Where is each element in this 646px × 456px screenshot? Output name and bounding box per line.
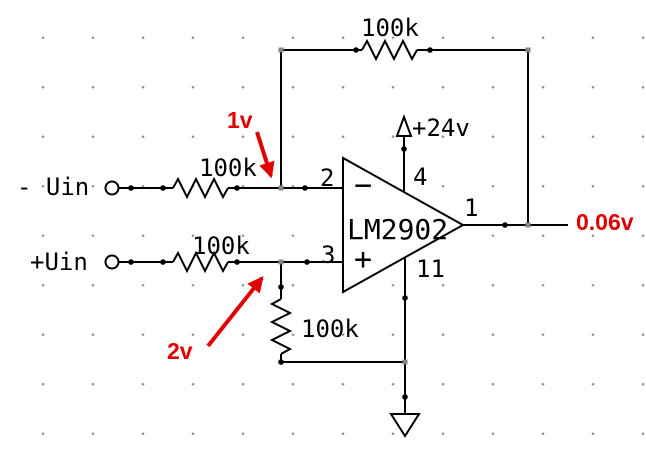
input-label-noninverting: +Uin (30, 248, 88, 276)
power-supply-label: +24v (412, 114, 470, 142)
connection-handles (278, 47, 531, 365)
terminal-noninverting-input (104, 254, 120, 270)
arrow-to-inverting-node (255, 131, 275, 179)
opamp-body (342, 156, 466, 294)
terminal-inverting-input (104, 180, 120, 196)
pin-label-1: 1 (464, 194, 479, 222)
pin-label-11: 11 (416, 255, 445, 283)
pin-junction-dots (128, 47, 508, 400)
resistor-label-noninverting: 100k (192, 232, 250, 260)
opamp-inverting-sign: − (354, 168, 373, 203)
power-arrow-icon (395, 114, 413, 137)
opamp-noninverting-sign: + (354, 242, 373, 277)
annotation-noninverting-node-voltage: 2v (167, 338, 193, 364)
resistor-ground-symbol (269, 298, 293, 355)
resistor-inverting-symbol (172, 176, 229, 200)
arrow-to-noninverting-node (206, 276, 264, 348)
ground-icon (389, 413, 421, 438)
annotation-output-voltage: 0.06v (576, 209, 634, 235)
opamp-part-label: LM2902 (347, 213, 449, 246)
resistor-label-feedback: 100k (361, 14, 419, 42)
input-label-inverting: - Uin (17, 173, 90, 201)
pin-label-4: 4 (413, 163, 428, 191)
pin-label-3: 3 (321, 241, 336, 269)
resistor-noninverting-symbol (172, 250, 229, 274)
annotation-inverting-node-voltage: 1v (227, 107, 253, 133)
resistor-label-inverting: 100k (199, 154, 257, 182)
resistor-label-ground: 100k (301, 315, 359, 343)
pin-label-2: 2 (320, 164, 335, 192)
resistor-feedback-symbol (361, 38, 418, 62)
